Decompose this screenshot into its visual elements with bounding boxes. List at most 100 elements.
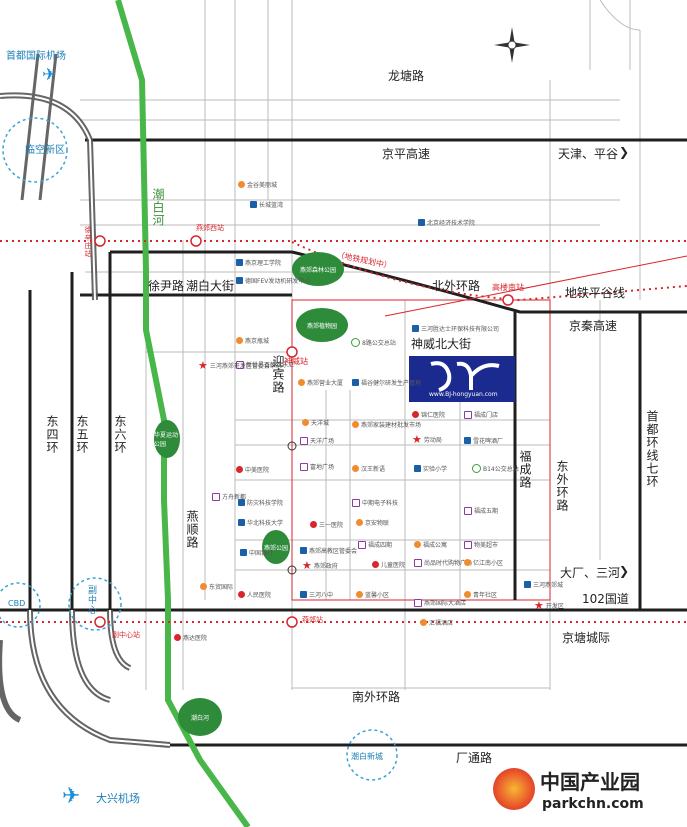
poi-label: 福谷健尔研发生产基地 <box>361 380 422 387</box>
building-icon <box>412 325 419 332</box>
building-icon <box>418 219 425 226</box>
road-jingqin: 京秦高速 <box>569 319 618 333</box>
station-yanjiao: 燕郊站 <box>302 616 323 624</box>
poi-item: 三河燕郊城 <box>524 580 563 589</box>
poi-label: 三一医院 <box>319 522 344 529</box>
residence-icon <box>352 465 359 472</box>
road-jingping: 京平高速 <box>382 147 431 161</box>
hospital-icon <box>372 561 379 568</box>
poi-item: 燕郊高教区管委会 <box>300 546 357 555</box>
poi-label: 8路公交总站 <box>362 340 396 347</box>
poi-label: 三河胜达士环保科技有限公司 <box>421 326 500 333</box>
river-chaobai: 潮白河 <box>151 188 165 227</box>
poi-label: 汉王新语 <box>361 466 386 473</box>
road-tianjin-pinggu: 天津、平谷 <box>558 147 619 161</box>
poi-item: 中美医院 <box>236 465 269 474</box>
park-yanjiao-gongyuan: 燕郊公园 <box>262 530 290 564</box>
poi-label: 富地广场 <box>310 464 335 471</box>
poi-item: 中国银行 <box>240 548 273 557</box>
residence-icon <box>356 519 363 526</box>
landmark-label: 三河燕郊开发区管委会中心 <box>209 363 282 370</box>
poi-label: 新世界百货欢乐汇 <box>246 362 295 369</box>
landmark-item: ★燕郊政府 <box>302 560 338 571</box>
poi-item: 长城蓝湾 <box>250 200 283 209</box>
poi-item: 东贸国际 <box>200 582 233 591</box>
poi-label: 尚品时代购物广场 <box>424 560 473 567</box>
brand-name: 中国产业园 <box>540 770 640 794</box>
road-longtang: 龙塘路 <box>388 69 425 83</box>
poi-label: 物美超市 <box>474 542 499 549</box>
road-east5: 东五环 <box>75 415 89 454</box>
park-yanjiao-forest: 燕郊森林公园 <box>292 252 344 286</box>
poi-item: 燕郊营业大厦 <box>298 378 343 387</box>
poi-label: 京安物联 <box>365 520 390 527</box>
poi-item: 燕京瓶城 <box>236 336 269 345</box>
poi-item: 尚品时代购物广场 <box>414 558 472 567</box>
shop-icon <box>236 360 244 369</box>
poi-label: 天洋城 <box>311 420 330 427</box>
poi-label: 华北科技大学 <box>247 520 284 527</box>
logo-mark-icon <box>430 361 500 392</box>
poi-item: 三一医院 <box>310 520 343 529</box>
road-dongwai: 东外环路 <box>555 460 569 512</box>
poi-item: 福成公寓 <box>414 540 447 549</box>
building-icon <box>238 499 245 506</box>
cbd-label: CBD <box>8 599 26 608</box>
poi-item: 儿童医院 <box>372 560 405 569</box>
residence-icon <box>238 181 245 188</box>
road-east6: 东六环 <box>113 415 127 454</box>
poi-item: 燕达医院 <box>174 633 207 642</box>
station-xujiajiang: 徐辛庄站 <box>84 226 92 258</box>
poi-item: 蓝馨小区 <box>356 590 389 599</box>
poi-item: 锦仁医院 <box>412 410 445 419</box>
arrow-right-icon: ❯ <box>619 564 630 578</box>
building-icon <box>524 581 531 588</box>
road-dachang-sanhe: 大厂、三河 <box>560 566 621 580</box>
airplane-icon: ✈ <box>42 65 57 85</box>
landmark-label: 开发区 <box>545 603 564 610</box>
station-gaolou-south: 高楼南站 <box>492 283 524 292</box>
bus-icon <box>472 464 481 473</box>
building-icon <box>250 201 257 208</box>
residence-icon <box>236 337 243 344</box>
poi-item: 燕郊国际大酒店 <box>414 598 466 607</box>
poi-item: B14公交总站 <box>472 464 519 473</box>
poi-label: B14公交总站 <box>483 466 519 473</box>
poi-item: 富地广场 <box>300 462 334 471</box>
poi-item: 京安物联 <box>356 518 389 527</box>
poi-label: 福成门店 <box>474 412 499 419</box>
daxing-airport-label: 大兴机场 <box>96 792 140 805</box>
poi-item: 新世界百货欢乐汇 <box>236 360 294 369</box>
poi-label: 防灾科技学院 <box>247 500 284 507</box>
poi-label: 汇福酒店 <box>429 620 454 627</box>
brand-domain: parkchn.com <box>542 796 644 812</box>
poi-label: 福成五期 <box>474 508 499 515</box>
linkong-label: 临空新区 <box>25 145 65 156</box>
shop-icon <box>352 498 360 507</box>
shop-icon <box>414 558 422 567</box>
poi-item: 亿江南小区 <box>464 558 503 567</box>
road-east4: 东四环 <box>45 415 59 454</box>
hospital-icon <box>310 521 317 528</box>
landmark-item: ★开发区 <box>534 600 564 611</box>
poi-label: 燕郊高教区管委会 <box>309 548 358 555</box>
shop-icon <box>358 540 366 549</box>
shop-icon <box>300 436 308 445</box>
shop-icon <box>300 462 308 471</box>
poi-label: 蓝馨小区 <box>365 592 390 599</box>
park-yanjiao: 燕郊植物园 <box>296 308 348 342</box>
poi-item: 天洋广场 <box>300 436 334 445</box>
poi-item: 人民医院 <box>238 590 271 599</box>
hospital-icon <box>174 634 181 641</box>
hospital-icon <box>412 411 419 418</box>
poi-label: 实验小学 <box>423 466 448 473</box>
logo-url: www.BJ-hongyuan.com <box>429 391 498 398</box>
road-beiwai: 北外环路 <box>432 279 481 293</box>
shop-icon <box>414 598 422 607</box>
landmark-label: 劳动局 <box>423 437 442 444</box>
poi-label: 燕郊家装建材批发市场 <box>361 422 422 429</box>
road-g102: 102国道 <box>582 592 629 606</box>
park-chaobai: 潮白河 <box>178 698 222 736</box>
